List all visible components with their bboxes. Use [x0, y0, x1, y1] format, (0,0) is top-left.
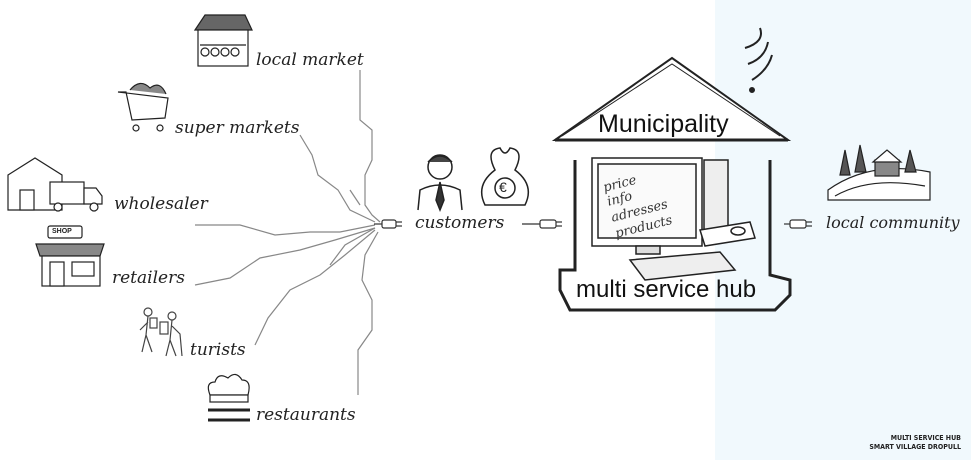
- label-restaurants: restaurants: [256, 405, 356, 425]
- plug-icon-middle: [522, 219, 562, 229]
- house-drawing: [551, 56, 792, 312]
- label-retailers: retailers: [112, 268, 185, 288]
- market-stall-drawing: [193, 14, 253, 67]
- chef-hat-drawing: [207, 373, 250, 422]
- wifi-icon: [744, 27, 773, 93]
- label-super-markets: super markets: [175, 118, 300, 138]
- label-wholesaler: wholesaler: [114, 194, 208, 214]
- computer-drawing: [591, 157, 756, 281]
- connector-turists: [254, 229, 376, 346]
- connector-super-markets: [299, 134, 376, 223]
- shop-drawing: [35, 225, 105, 287]
- connector-restaurants: [357, 231, 379, 395]
- plug-icon-left: [374, 219, 402, 229]
- plug-icon-right: [784, 219, 812, 229]
- shopping-cart-drawing: [117, 82, 169, 132]
- hub-label: multi service hub: [576, 276, 757, 303]
- warehouse-truck-drawing: [7, 157, 103, 212]
- footer-line-1: MULTI SERVICE HUB: [890, 434, 961, 442]
- connector-local-market: [359, 70, 381, 223]
- municipality-label: Municipality: [598, 110, 729, 138]
- connector-retailers: [194, 227, 376, 286]
- footer-line-2: SMART VILLAGE DROPULL: [869, 443, 961, 451]
- landscape-drawing: [827, 144, 931, 201]
- label-local-market: local market: [256, 50, 364, 70]
- euro-icon: €: [499, 179, 507, 195]
- label-customers: customers: [415, 213, 505, 233]
- connector-wholesaler: [195, 224, 376, 236]
- tourists-drawing: [139, 307, 183, 357]
- label-local-community: local community: [826, 213, 960, 232]
- money-bag-drawing: [480, 147, 530, 206]
- customer-person-drawing: [417, 154, 463, 213]
- shop-sign-text: SHOP: [52, 228, 72, 235]
- footer-caption: MULTI SERVICE HUB SMART VILLAGE DROPULL: [869, 434, 961, 452]
- label-turists: turists: [190, 340, 246, 360]
